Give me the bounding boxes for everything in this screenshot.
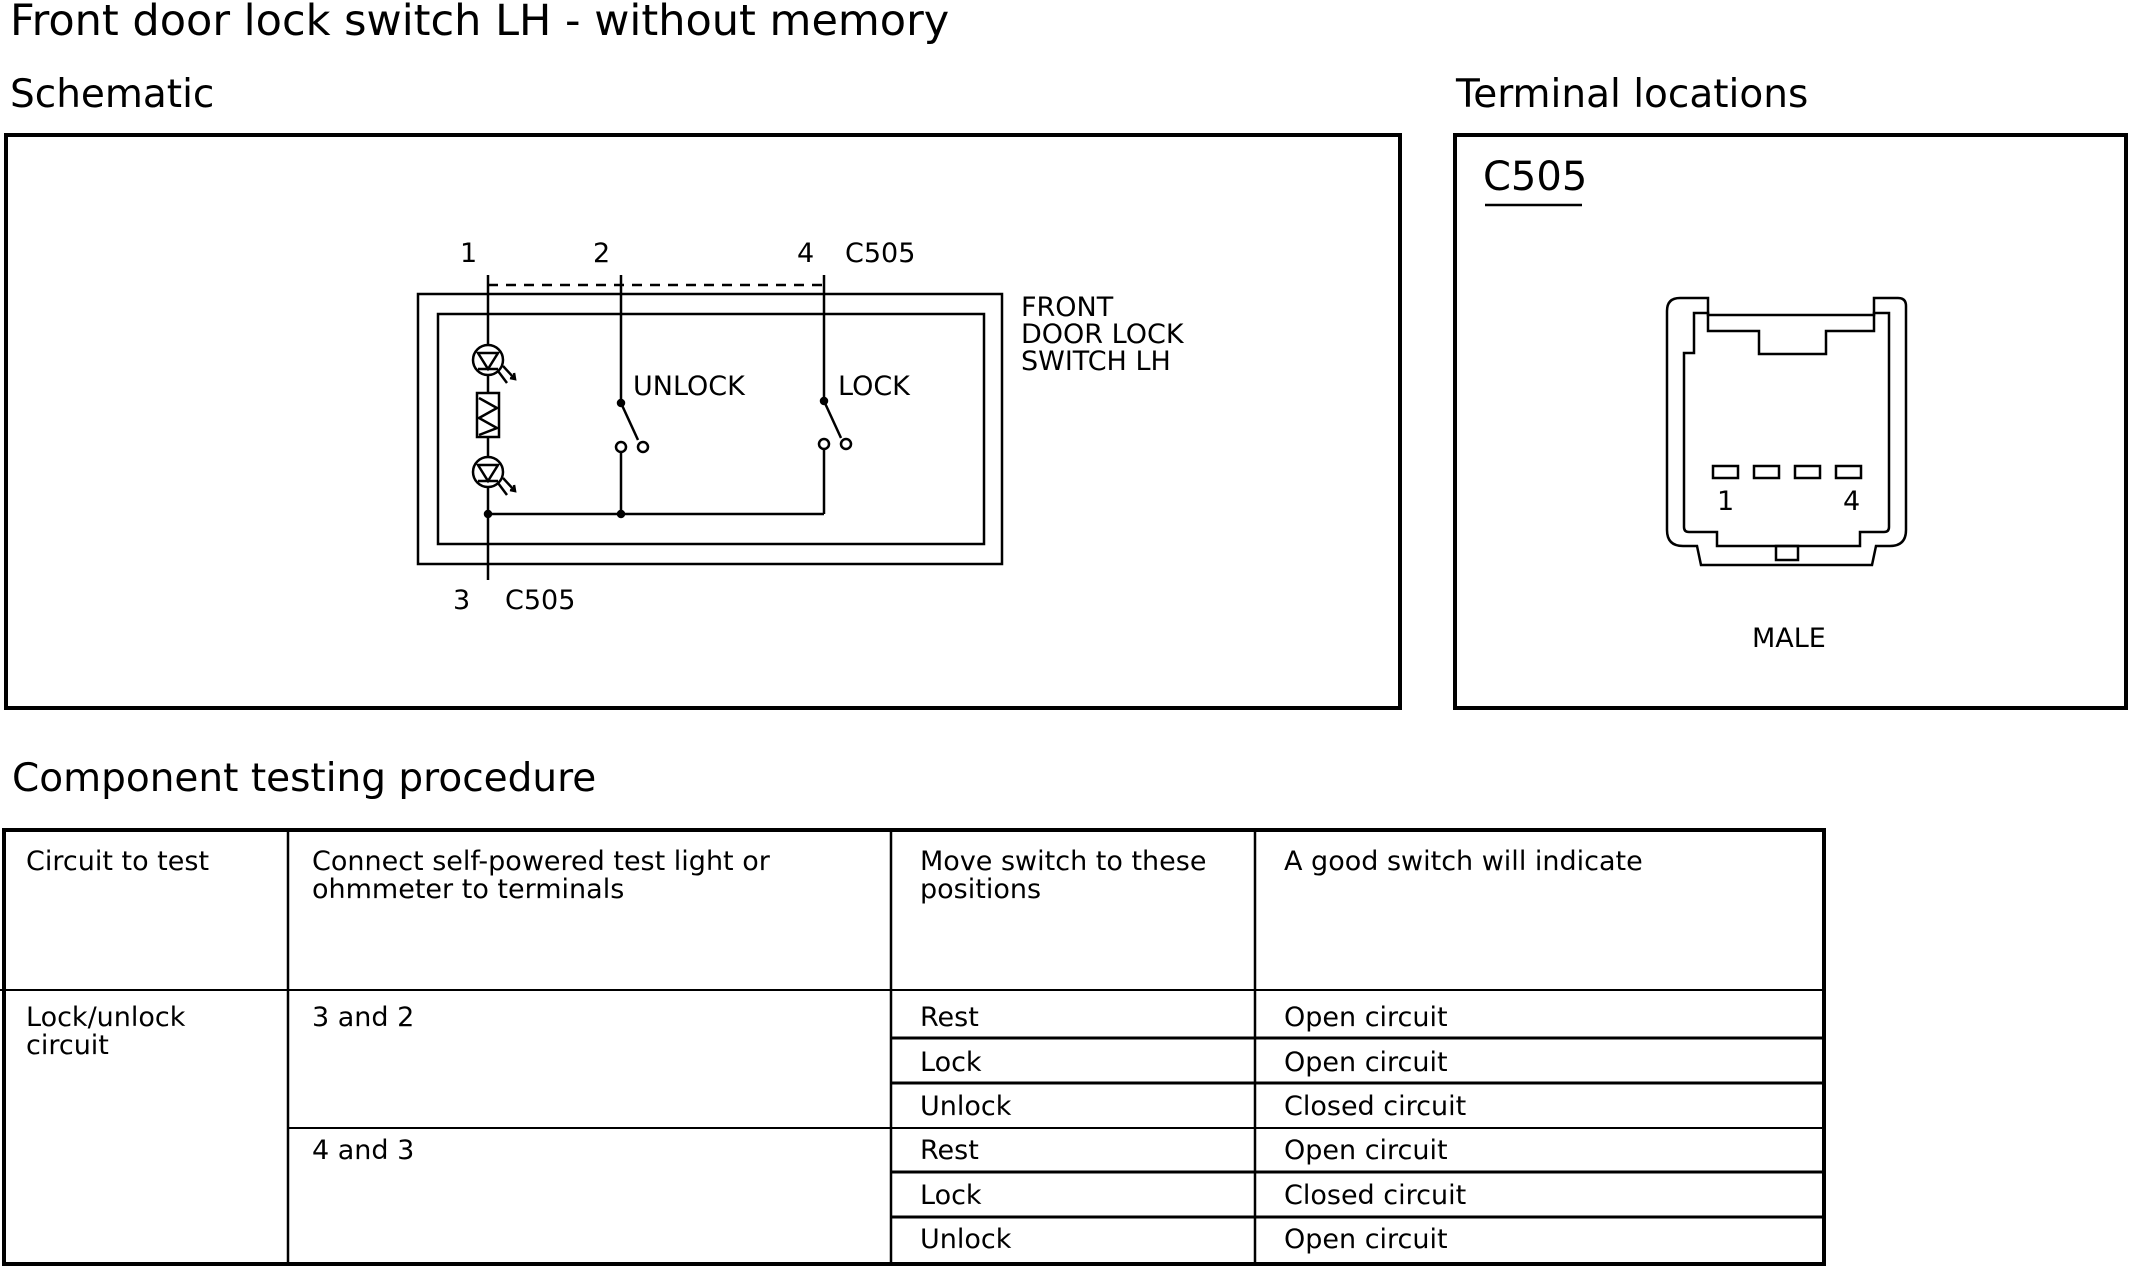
position-cell: Unlock [920,1224,1012,1255]
result-cell: Open circuit [1284,1047,1448,1078]
page-title: Front door lock switch LH - without memo… [10,0,950,46]
connector-top-label: C505 [845,238,915,269]
header-connect-terminals: Connect self-powered test light or ohmme… [312,846,770,905]
pin-1-label: 1 [460,238,477,269]
connector-bottom-label: C505 [505,585,575,616]
header-circuit-to-test: Circuit to test [26,846,210,877]
pin-2-label: 2 [593,238,610,269]
header-good-switch-result: A good switch will indicate [1284,846,1643,877]
connector-face-icon [1665,296,1908,567]
position-cell: Lock [920,1180,982,1211]
testing-table-grid [0,828,1826,1266]
result-cell: Open circuit [1284,1224,1448,1255]
header-switch-positions: Move switch to these positions [920,846,1207,905]
component-testing-heading: Component testing procedure [12,756,597,801]
terminal-locations-heading: Terminal locations [1456,72,1809,117]
switch-body [416,292,1004,566]
unlock-switch [614,275,650,514]
position-cell: Unlock [920,1091,1012,1122]
lock-label: LOCK [838,371,911,402]
result-cell: Open circuit [1284,1002,1448,1033]
terminal-connector-label: C505 [1483,154,1587,200]
common-bus [483,509,824,519]
component-label-line-2: DOOR LOCK [1021,319,1185,350]
terminal-gender-label: MALE [1752,623,1826,654]
result-cell: Open circuit [1284,1135,1448,1166]
component-label-line-1: FRONT [1021,292,1114,323]
component-label-line-3: SWITCH LH [1021,346,1171,377]
position-cell: Lock [920,1047,982,1078]
pin-3-label: 3 [453,585,470,616]
result-cell: Closed circuit [1284,1180,1467,1211]
terminals-cell-group-2: 4 and 3 [312,1135,415,1166]
schematic-heading: Schematic [10,72,215,117]
circuit-cell: Lock/unlock circuit [26,1002,186,1061]
terminal-frame [1453,133,2128,710]
unlock-label: UNLOCK [633,371,746,402]
position-cell: Rest [920,1002,979,1033]
position-cell: Rest [920,1135,979,1166]
lock-switch [817,275,853,514]
pin-4-label: 4 [797,238,814,269]
terminal-pin-4-label: 4 [1843,486,1860,517]
schematic-frame [4,133,1402,710]
indicator-circuit [471,275,517,580]
terminal-pin-1-label: 1 [1717,486,1734,517]
result-cell: Closed circuit [1284,1091,1467,1122]
terminals-cell-group-1: 3 and 2 [312,1002,415,1033]
